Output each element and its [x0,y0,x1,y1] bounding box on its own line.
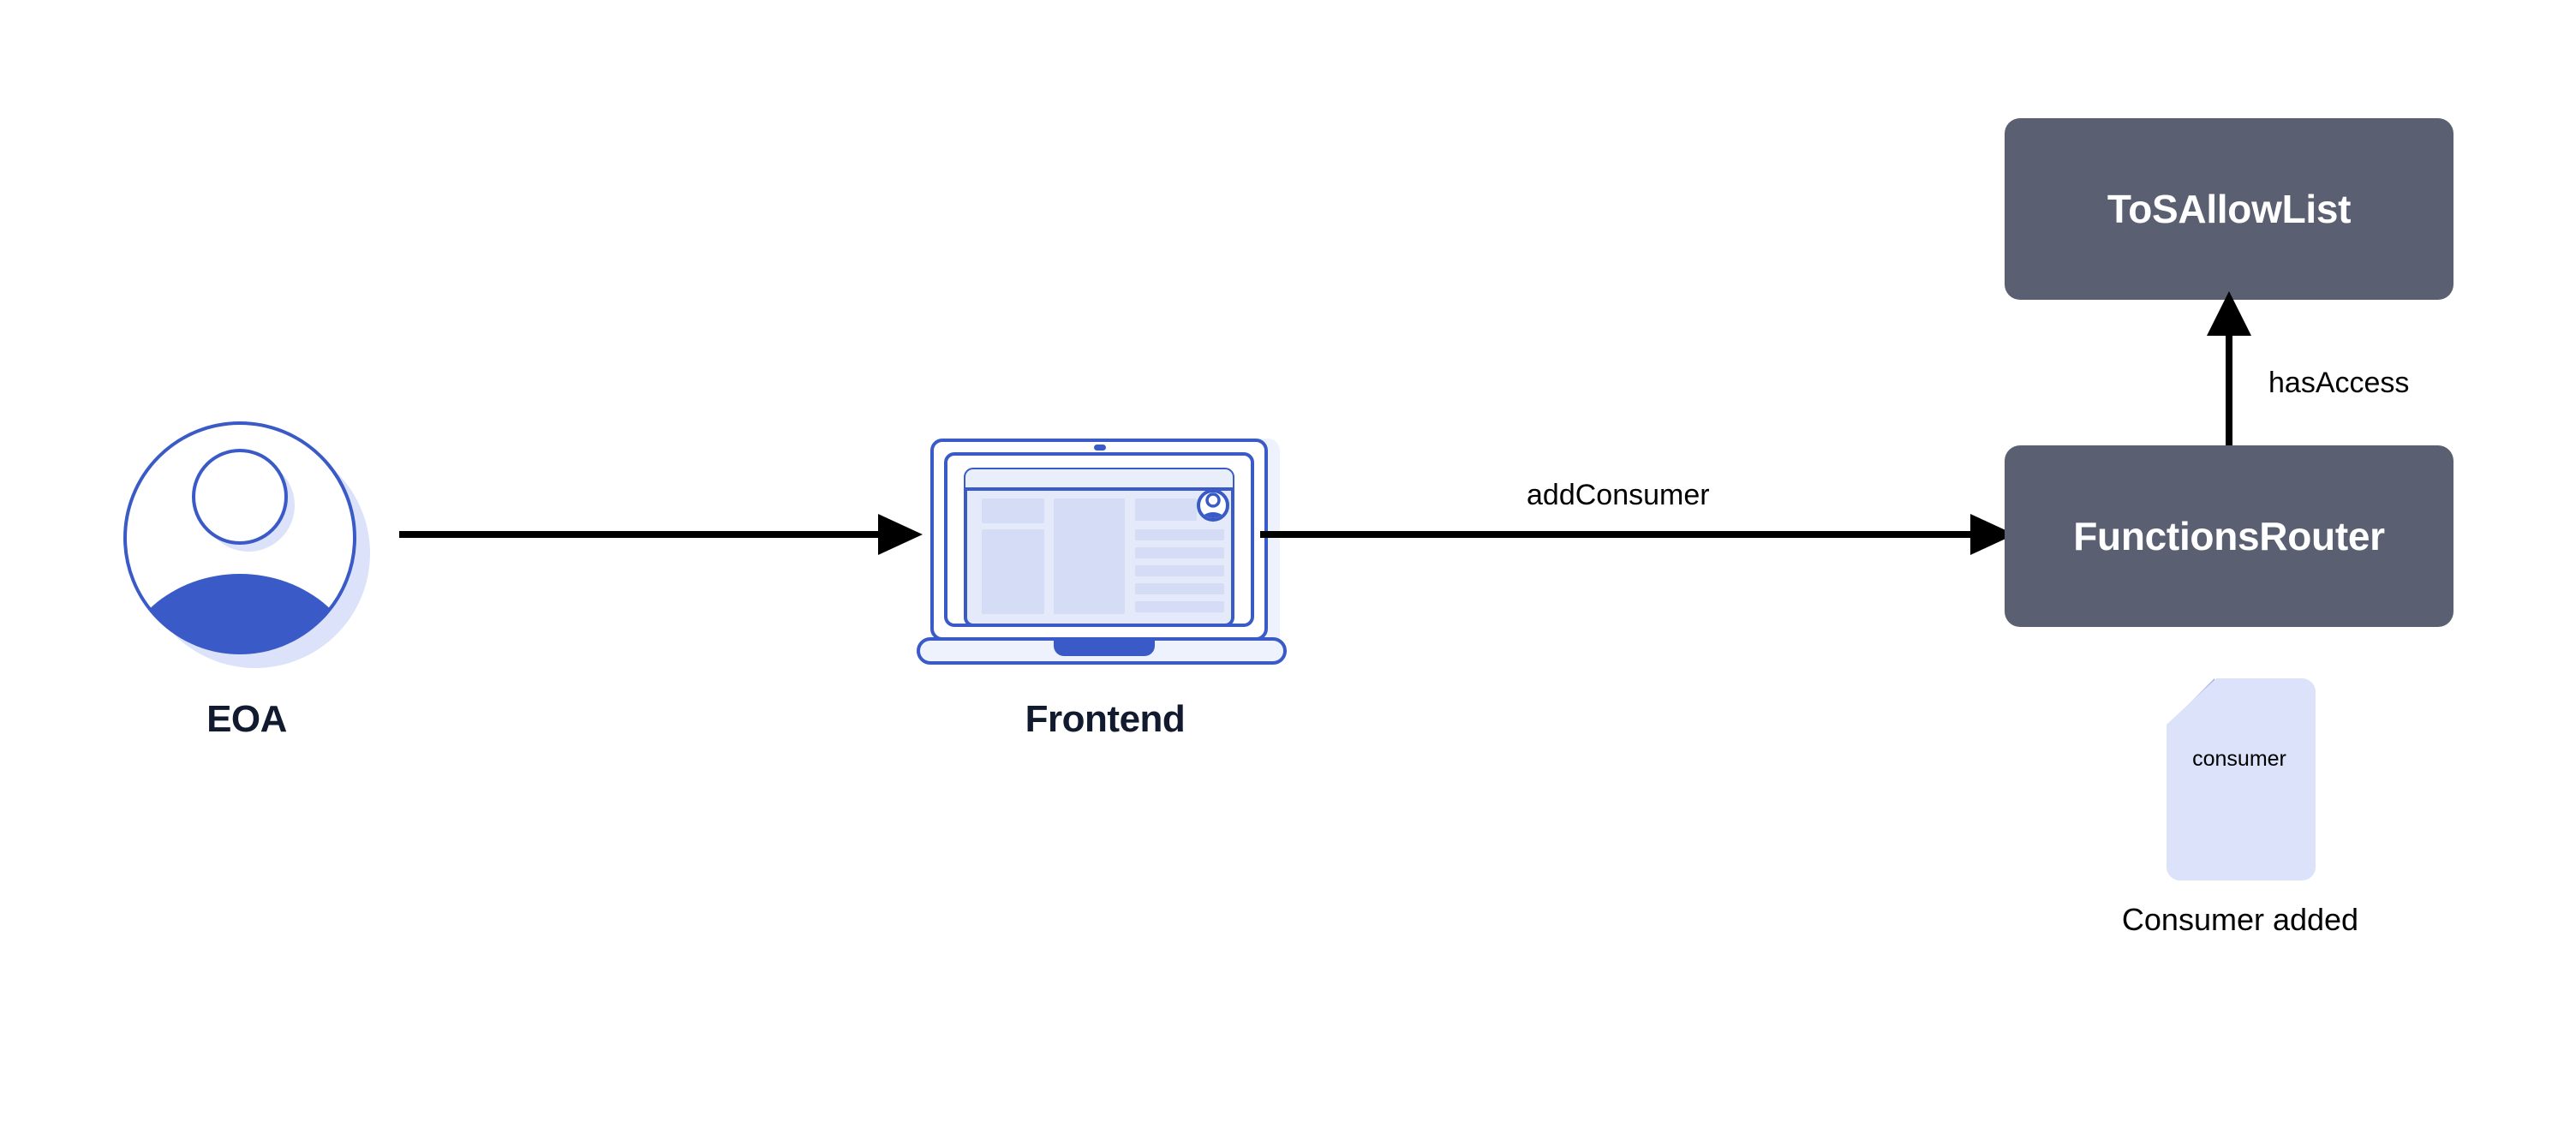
edge-frontend-to-router [1255,510,2026,558]
node-frontend-label: Frontend [1025,698,1186,740]
node-functions-router-label: FunctionsRouter [2073,514,2385,558]
node-tos-allow-list[interactable]: ToSAllowList [2005,118,2453,300]
document-icon [2167,678,2316,880]
user-avatar-icon [123,421,370,668]
document-file-label: consumer [2192,747,2286,771]
edge-router-to-allowlist [2203,289,2255,449]
node-consumer-doc-caption: Consumer added [2121,902,2359,937]
laptop-icon [917,439,1287,665]
edge-eoa-to-frontend [394,510,934,558]
edge-hasaccess-label: hasAccess [2268,367,2410,399]
node-frontend[interactable] [917,435,1294,675]
edge-addconsumer-label: addConsumer [1527,479,1710,511]
node-tos-allow-list-label: ToSAllowList [2107,187,2352,231]
node-eoa[interactable] [120,418,377,675]
node-functions-router[interactable]: FunctionsRouter [2005,445,2453,627]
node-eoa-label: EOA [206,698,287,740]
node-consumer-doc[interactable]: consumer [2160,677,2319,882]
